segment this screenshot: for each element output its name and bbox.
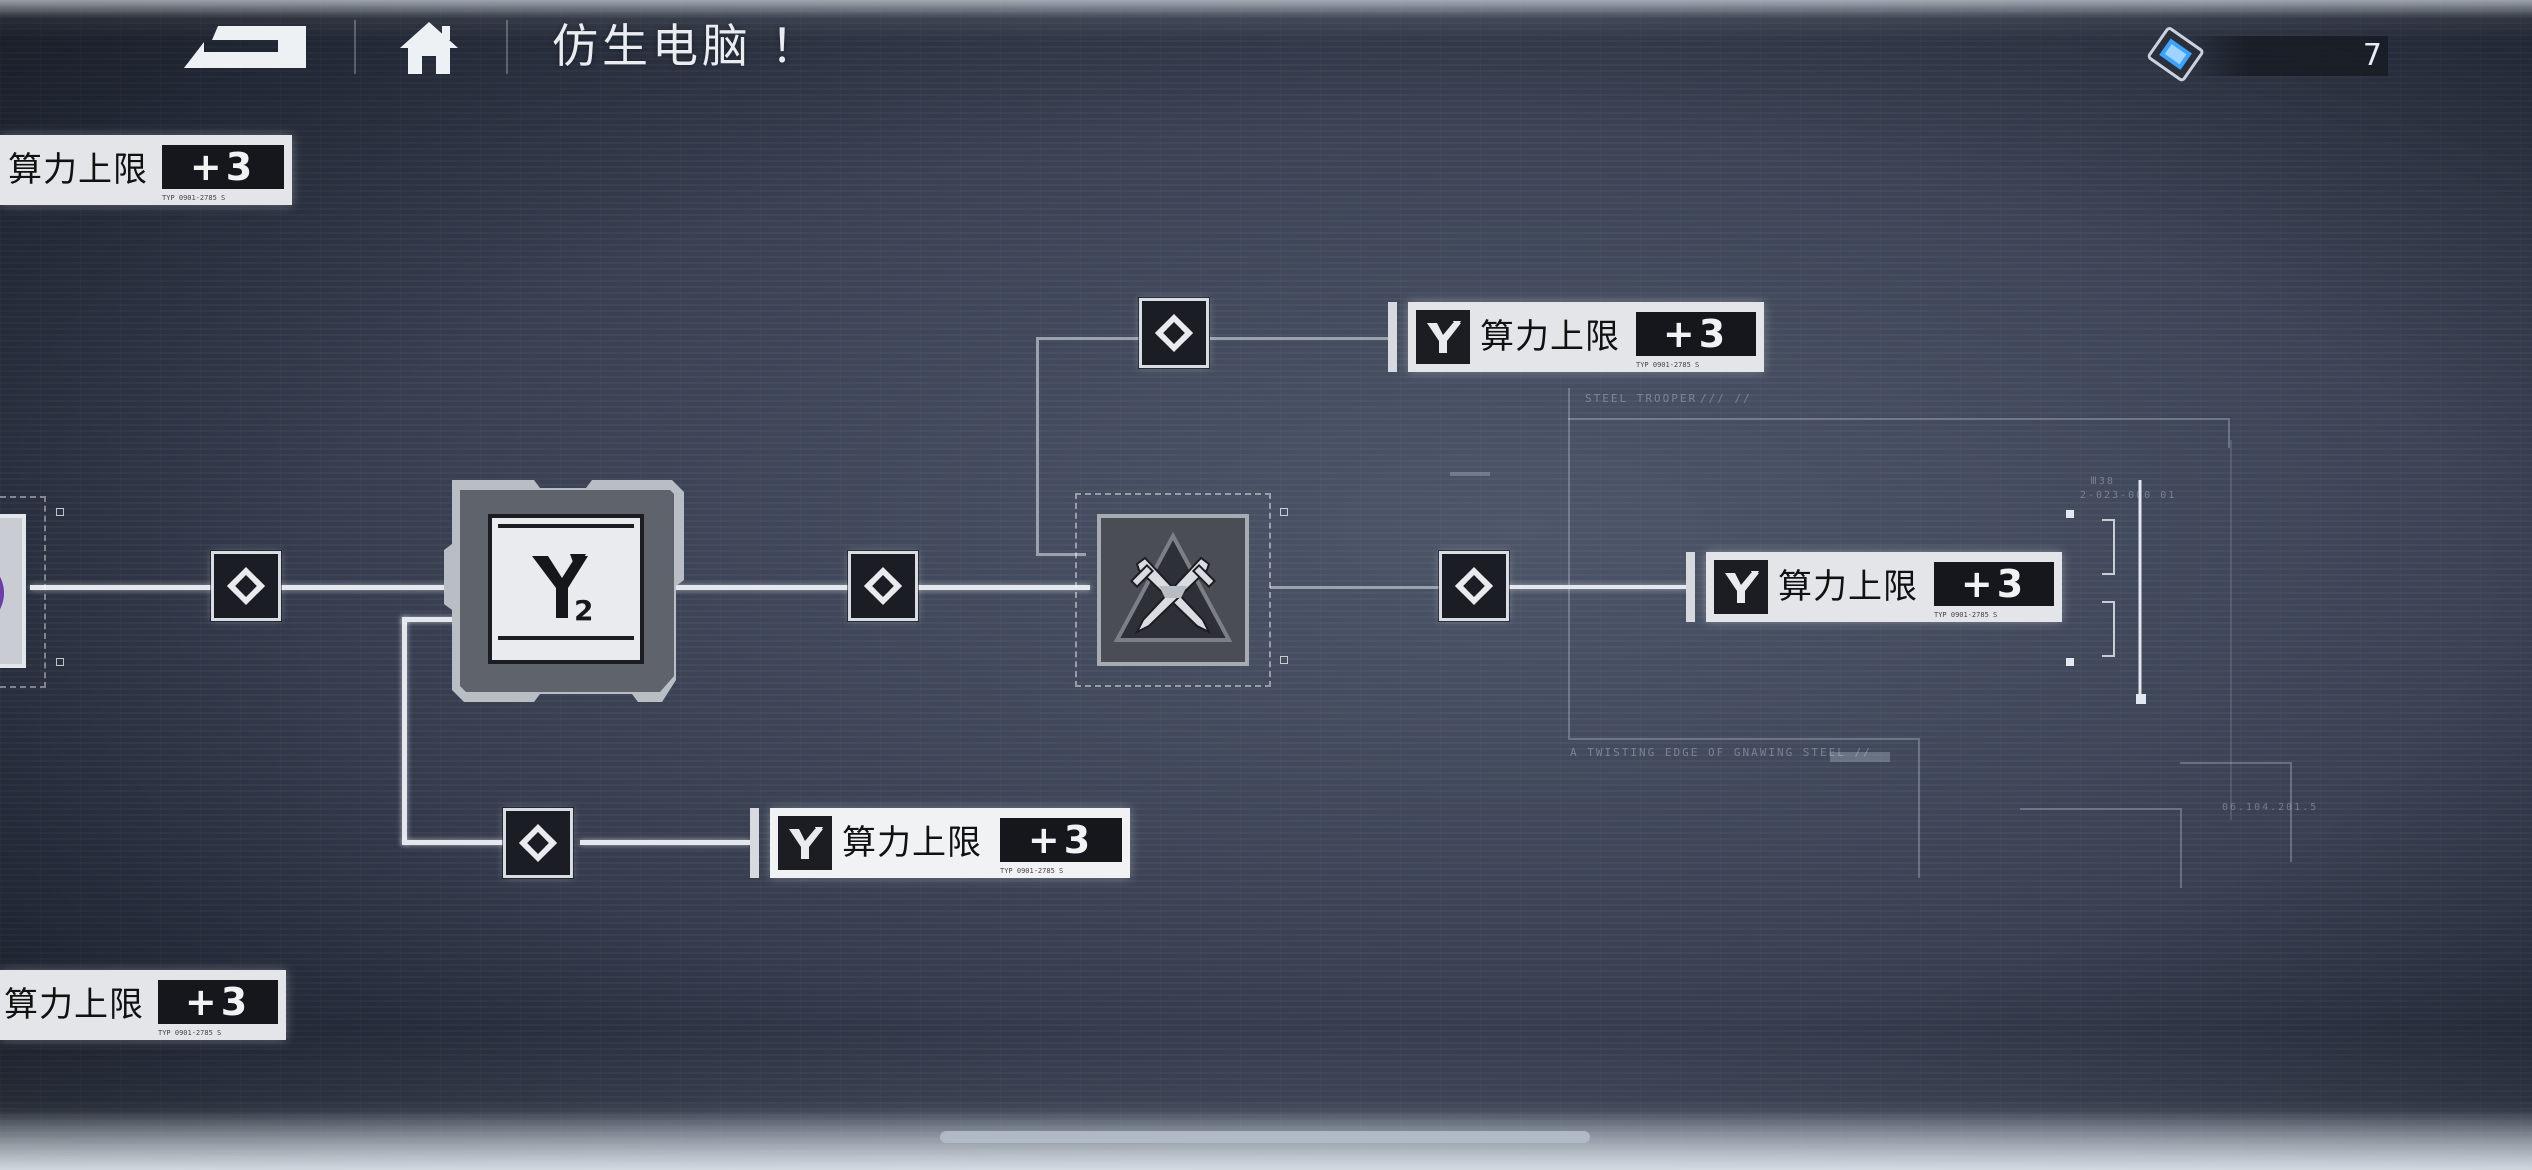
hud-line [1568, 418, 2228, 420]
reward-label: 算力上限 [8, 150, 148, 190]
link-icon [1155, 314, 1193, 352]
back-arrow-icon [184, 26, 306, 68]
y-module-icon [778, 816, 832, 870]
y-module-icon [1714, 560, 1768, 614]
reward-value: +3 [158, 980, 278, 1024]
reward-bottom-left[interactable]: 算力上限 +3 TYP 0901-2785 S [0, 970, 286, 1040]
connector-line [1036, 337, 1039, 555]
link-icon [227, 567, 265, 605]
reward-value: +3 [1636, 312, 1756, 356]
header-divider [506, 20, 508, 74]
reward-cap [1686, 552, 1695, 622]
resource-counter[interactable]: 7 [2140, 24, 2400, 84]
reward-value: +3 [1934, 562, 2054, 606]
reward-upper-branch[interactable]: 算力上限 +3 TYP 0901-2785 S [1408, 302, 1764, 372]
reward-right-main[interactable]: 算力上限 +3 TYP 0901-2785 S [1706, 552, 2062, 622]
reward-label: 算力上限 [842, 823, 982, 863]
link-node[interactable] [1439, 551, 1509, 621]
top-frost [0, 0, 2532, 18]
connector-line [1036, 553, 1086, 556]
connector-line [580, 840, 750, 845]
hud-block [1450, 472, 1490, 476]
crossed-swords-icon [1113, 531, 1233, 642]
code-text-c: 06.104.201.5 [2222, 802, 2319, 813]
start-node-frame [0, 496, 46, 688]
hud-line [1568, 738, 1918, 740]
connector-line [402, 617, 462, 622]
hud-block [1830, 752, 1890, 762]
y-module-icon [1416, 310, 1470, 364]
hud-line [2228, 418, 2230, 448]
link-icon [864, 567, 902, 605]
skill-node-frame [1075, 493, 1271, 687]
hud-line [2180, 808, 2182, 888]
link-node[interactable] [848, 551, 918, 621]
reward-label: 算力上限 [1480, 317, 1620, 357]
corner-marker [56, 658, 64, 666]
resource-bar [2188, 36, 2388, 76]
hud-line [2230, 440, 2232, 820]
home-icon [400, 22, 458, 74]
page-title: 仿生电脑 ！ [552, 19, 821, 73]
hud-line [2290, 762, 2292, 862]
reward-cap [1388, 302, 1397, 372]
reward-lower-branch[interactable]: 算力上限 +3 TYP 0901-2785 S [770, 808, 1130, 878]
link-node[interactable] [1139, 298, 1209, 368]
connector-line [1500, 585, 1690, 589]
y2-chip-icon: 2 [532, 554, 593, 624]
chip-face: 2 [492, 518, 640, 660]
slash-text: /// // [1700, 392, 1752, 405]
svg-text:2: 2 [574, 594, 593, 624]
link-node[interactable] [211, 551, 281, 621]
skill-node[interactable] [1097, 514, 1249, 666]
purple-orb-icon [0, 558, 4, 628]
code-text-b: 2-023-000 01 [2080, 490, 2177, 501]
back-button[interactable] [178, 22, 312, 74]
home-button[interactable] [396, 18, 462, 78]
connector-line [1036, 337, 1140, 340]
start-node[interactable] [0, 514, 26, 668]
hud-line [2020, 808, 2180, 810]
reward-fine-print: TYP 0901-2785 S [1636, 361, 1700, 369]
reward-label: 算力上限 [4, 985, 144, 1025]
reward-fine-print: TYP 0901-2785 S [158, 1029, 222, 1037]
scan-bracket [2062, 470, 2152, 710]
resource-count: 7 [2362, 38, 2382, 73]
reward-cap [750, 808, 759, 878]
reward-fine-print: TYP 0901-2785 S [1934, 611, 1998, 619]
reward-top-left[interactable]: 算力上限 +3 TYP 0901-2785 S [0, 135, 292, 205]
home-indicator[interactable] [940, 1131, 1590, 1143]
reward-value: +3 [162, 145, 284, 189]
connector-line [402, 617, 407, 844]
corner-marker [56, 508, 64, 516]
header-divider [354, 20, 356, 74]
connector-line [402, 840, 512, 845]
steel-trooper-text: STEEL TROOPER [1585, 392, 1698, 405]
reward-fine-print: TYP 0901-2785 S [162, 194, 226, 202]
reward-fine-print: TYP 0901-2785 S [1000, 867, 1064, 875]
link-icon [519, 824, 557, 862]
corner-marker [1280, 656, 1288, 664]
tagline-text: A TWISTING EDGE OF GNAWING STEEL // [1570, 746, 1872, 759]
hud-line [2180, 762, 2290, 764]
reward-value: +3 [1000, 818, 1122, 862]
link-node[interactable] [503, 808, 573, 878]
connector-line [1210, 337, 1390, 340]
corner-marker [1280, 508, 1288, 516]
code-text-a: Ⅲ38 [2090, 476, 2115, 487]
link-icon [1455, 567, 1493, 605]
chip-node[interactable]: 2 [440, 480, 684, 702]
chip-card-icon [2140, 24, 2210, 86]
hud-line [1918, 738, 1920, 878]
reward-label: 算力上限 [1778, 567, 1918, 607]
hud-line [1568, 388, 1570, 738]
